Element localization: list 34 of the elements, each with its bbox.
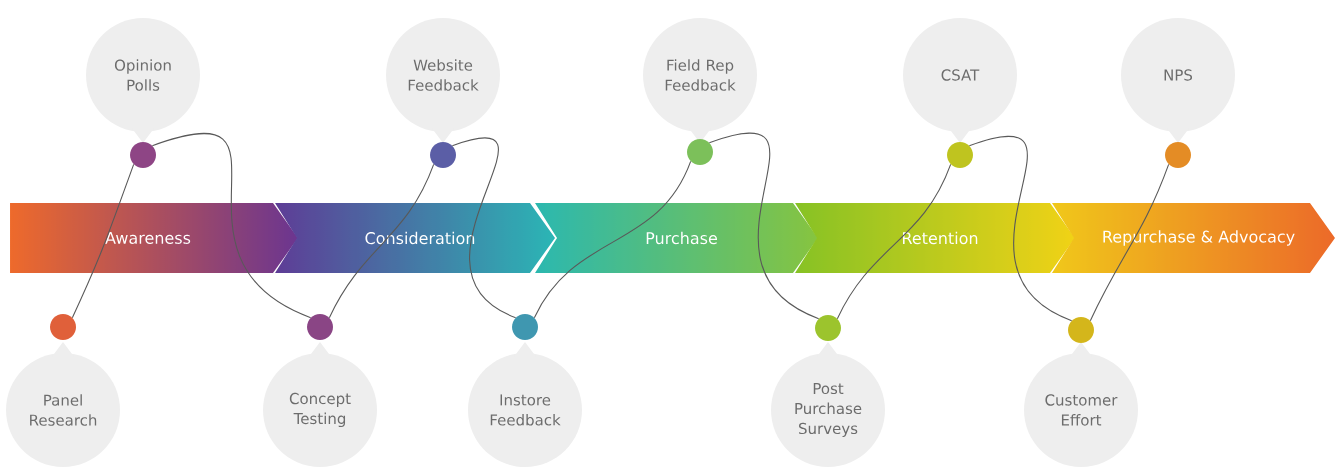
dot [687, 139, 713, 165]
dot [947, 142, 973, 168]
speech-bubble: Instore Feedback [468, 342, 582, 467]
speech-bubble: Opinion Polls [86, 18, 200, 143]
connector-line [836, 163, 952, 320]
speech-bubble: Field Rep Feedback [643, 18, 757, 143]
connector-line [151, 133, 312, 319]
connector-line [328, 163, 435, 319]
dot [50, 314, 76, 340]
connector-line [451, 137, 517, 319]
speech-bubble: Post Purchase Surveys [771, 342, 885, 467]
speech-bubble: Customer Effort [1024, 342, 1138, 467]
dot [815, 315, 841, 341]
dot [430, 142, 456, 168]
speech-bubble: Concept Testing [263, 342, 377, 467]
dot [1165, 142, 1191, 168]
connector-line [968, 136, 1073, 322]
speech-bubble: Website Feedback [386, 18, 500, 143]
stage-chevron: Purchase [646, 231, 717, 245]
connector-line [71, 163, 135, 319]
connector-line [1089, 163, 1170, 322]
stage-chevron: Repurchase & Advocacy [1103, 230, 1295, 246]
stage-chevron: Consideration [365, 231, 475, 245]
stage-chevron: Awareness [105, 232, 191, 244]
connector-line [708, 133, 820, 320]
dot [1068, 317, 1094, 343]
speech-bubble: Panel Research [6, 342, 120, 467]
dot [512, 314, 538, 340]
dot [130, 142, 156, 168]
speech-bubble: NPS [1121, 18, 1235, 143]
stage-chevron: Retention [903, 231, 978, 245]
connector-line [533, 160, 692, 319]
dot [307, 314, 333, 340]
speech-bubble: CSAT [903, 18, 1017, 143]
